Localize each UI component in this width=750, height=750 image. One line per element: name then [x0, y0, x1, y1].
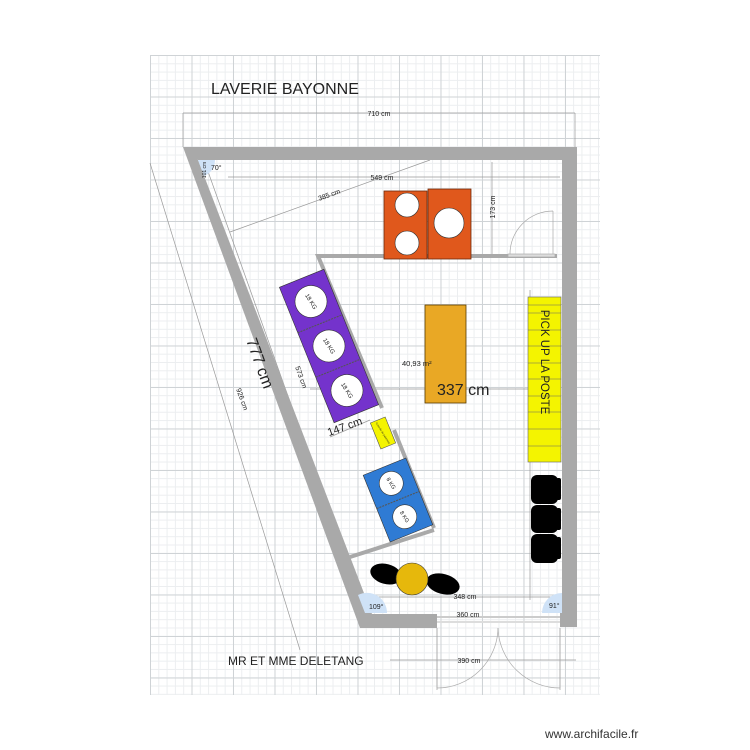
round-table-set[interactable] [368, 560, 462, 598]
dim-bottom-outer: 390 cm [458, 658, 481, 665]
washer-label: 8 KG [385, 477, 397, 491]
dryer-large[interactable] [427, 188, 472, 260]
folding-table[interactable] [424, 304, 467, 404]
washer-8kg[interactable]: 8 KG [389, 501, 420, 532]
angle-marker-top-left [198, 160, 216, 176]
dim-top-inner: 549 cm [371, 175, 394, 182]
payment-console[interactable]: Console de paiement [369, 416, 397, 450]
washer-label: 8 KG [398, 510, 410, 524]
dim-top-outer: 710 cm [368, 111, 391, 118]
exterior-wall [183, 147, 577, 628]
dim-right-upper: 173 cm [490, 195, 497, 218]
small-washers[interactable]: 8 KG 8 KG [362, 457, 434, 543]
pickup-lockers[interactable]: PICK UP LA POSTE [527, 296, 562, 463]
plan-title: LAVERIE BAYONNE [211, 81, 359, 98]
angle-bottom-right: 91° [549, 602, 560, 610]
washer-18kg[interactable]: 18 KG [308, 325, 350, 367]
washer-8kg[interactable]: 8 KG [376, 468, 407, 499]
dim-diagonal: 385 cm [317, 188, 341, 202]
doors[interactable] [436, 210, 561, 689]
dim-bottom-inner: 348 cm [454, 594, 477, 601]
background-grid [150, 55, 600, 695]
washer-18kg[interactable]: 18 KG [326, 370, 368, 412]
dim-bottom-opening: 360 cm [457, 612, 480, 619]
waiting-chairs[interactable] [531, 475, 561, 563]
client-name: MR ET MME DELETANG [228, 654, 364, 668]
pickup-label: PICK UP LA POSTE [538, 310, 550, 415]
large-washers[interactable]: 18 KG 18 KG 18 KG [279, 268, 379, 424]
angle-top-left: 70° [211, 164, 222, 172]
dim-left-outer: 926 cm [234, 387, 248, 411]
room-area: 40,93 m² [402, 359, 432, 368]
dryer-double[interactable] [383, 190, 428, 260]
watermark: www.archifacile.fr [545, 727, 639, 741]
washer-18kg[interactable]: 18 KG [290, 281, 332, 323]
angle-marker-bottom-left [358, 592, 388, 613]
angle-marker-bottom-right [542, 593, 562, 613]
angle-bottom-left: 109° [369, 603, 384, 611]
dim-left-inner: 573 cm [293, 365, 307, 389]
dim-machines-depth: 147 cm [326, 415, 364, 439]
dim-corner-small: 101 cm [202, 162, 208, 178]
dim-center: 337 cm [437, 382, 489, 399]
